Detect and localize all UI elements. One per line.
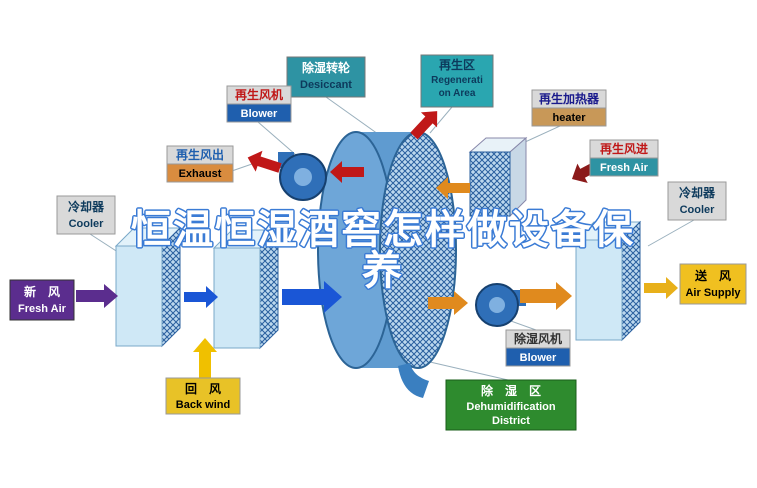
- page-title-line2: 养: [362, 249, 404, 293]
- fresh-air-label: 新 风 Fresh Air: [9, 279, 75, 321]
- dehum-fan: [475, 283, 526, 327]
- cooler-right-label-zh: 冷却器: [679, 185, 716, 200]
- regeneration-label-en1: Regenerati: [431, 75, 483, 86]
- regeneration-area-label: 再生区 Regenerati on Area: [420, 54, 494, 108]
- air-supply-label: 送 风 Air Supply: [679, 263, 747, 305]
- regeneration-label-zh: 再生区: [439, 57, 475, 72]
- process-arrow-1: [184, 286, 218, 308]
- regen-fan: [278, 152, 327, 201]
- desiccant-label-zh: 除湿转轮: [302, 60, 351, 75]
- process-arrow-2: [282, 281, 342, 313]
- desiccant-label-en: Desiccant: [300, 79, 352, 91]
- back-wind-label: 回 风 Back wind: [165, 377, 241, 415]
- dehum-district-label: 除 湿 区 Dehumidification District: [445, 379, 577, 431]
- hot-air-arrow: [436, 177, 470, 199]
- dry-air-arrow: [428, 291, 468, 315]
- back-wind-label-en: Back wind: [176, 399, 230, 411]
- cooler-left-label: 冷却器 Cooler: [56, 195, 116, 235]
- page-title: 恒温恒湿酒窖怎样做设备保 养: [130, 207, 635, 295]
- regen-fresh-air-label: 再生风进 Fresh Air: [589, 139, 659, 177]
- exhaust-label-zh: 再生风出: [176, 147, 224, 162]
- regen-blower-label-en: Blower: [241, 108, 278, 120]
- dehum-blower-label-zh: 除湿风机: [514, 331, 562, 346]
- dehum-blower-label-en: Blower: [520, 352, 557, 364]
- fan-out-arrow: [520, 282, 572, 310]
- regeneration-heater-box: [468, 136, 528, 218]
- regen-blower-label-zh: 再生风机: [235, 87, 283, 102]
- cooler-left-label-en: Cooler: [69, 218, 105, 230]
- regen-heater-label: 再生加热器 heater: [531, 89, 607, 127]
- dehum-district-label-en1: Dehumidification: [466, 401, 556, 413]
- desiccant-label: 除湿转轮 Desiccant: [286, 56, 366, 98]
- regen-exhaust-arrow-2: [247, 150, 282, 173]
- cooler-right-label-en: Cooler: [680, 204, 716, 216]
- exhaust-label-en: Exhaust: [179, 168, 222, 180]
- fresh-air-label-en: Fresh Air: [18, 303, 67, 315]
- cooler-right-label: 冷却器 Cooler: [667, 181, 727, 221]
- wheel-mount: [398, 363, 429, 398]
- regen-fresh-air-label-en: Fresh Air: [600, 162, 649, 174]
- back-wind-label-zh: 回 风: [185, 382, 221, 396]
- exhaust-label: 再生风出 Exhaust: [166, 145, 234, 183]
- return-arrow: [193, 338, 217, 378]
- air-handler-left: [114, 226, 182, 348]
- air-handler-center: [212, 228, 280, 350]
- supply-arrow: [644, 277, 678, 299]
- fresh-air-arrow: [76, 284, 118, 308]
- fresh-air-label-zh: 新 风: [24, 284, 60, 299]
- regen-heater-label-zh: 再生加热器: [539, 91, 600, 106]
- regen-exhaust-arrow-1: [330, 161, 364, 183]
- dehum-district-label-en2: District: [492, 415, 530, 427]
- regen-area-arrow: [410, 111, 438, 140]
- cooler-left-label-zh: 冷却器: [68, 199, 105, 214]
- air-supply-label-zh: 送 风: [694, 268, 731, 283]
- regen-heater-label-en: heater: [552, 112, 586, 124]
- regeneration-label-en2: on Area: [439, 88, 476, 99]
- regen-fresh-air-label-zh: 再生风进: [600, 141, 648, 156]
- dehum-district-label-zh: 除 湿 区: [481, 383, 541, 398]
- page-title-line1: 恒温恒湿酒窖怎样做设备保: [131, 208, 635, 252]
- air-supply-label-en: Air Supply: [685, 287, 741, 299]
- flow-arrows: [76, 111, 678, 378]
- air-handler-right: [574, 220, 642, 342]
- dehum-blower-label: 除湿风机 Blower: [505, 329, 571, 367]
- regen-blower-label: 再生风机 Blower: [226, 85, 292, 123]
